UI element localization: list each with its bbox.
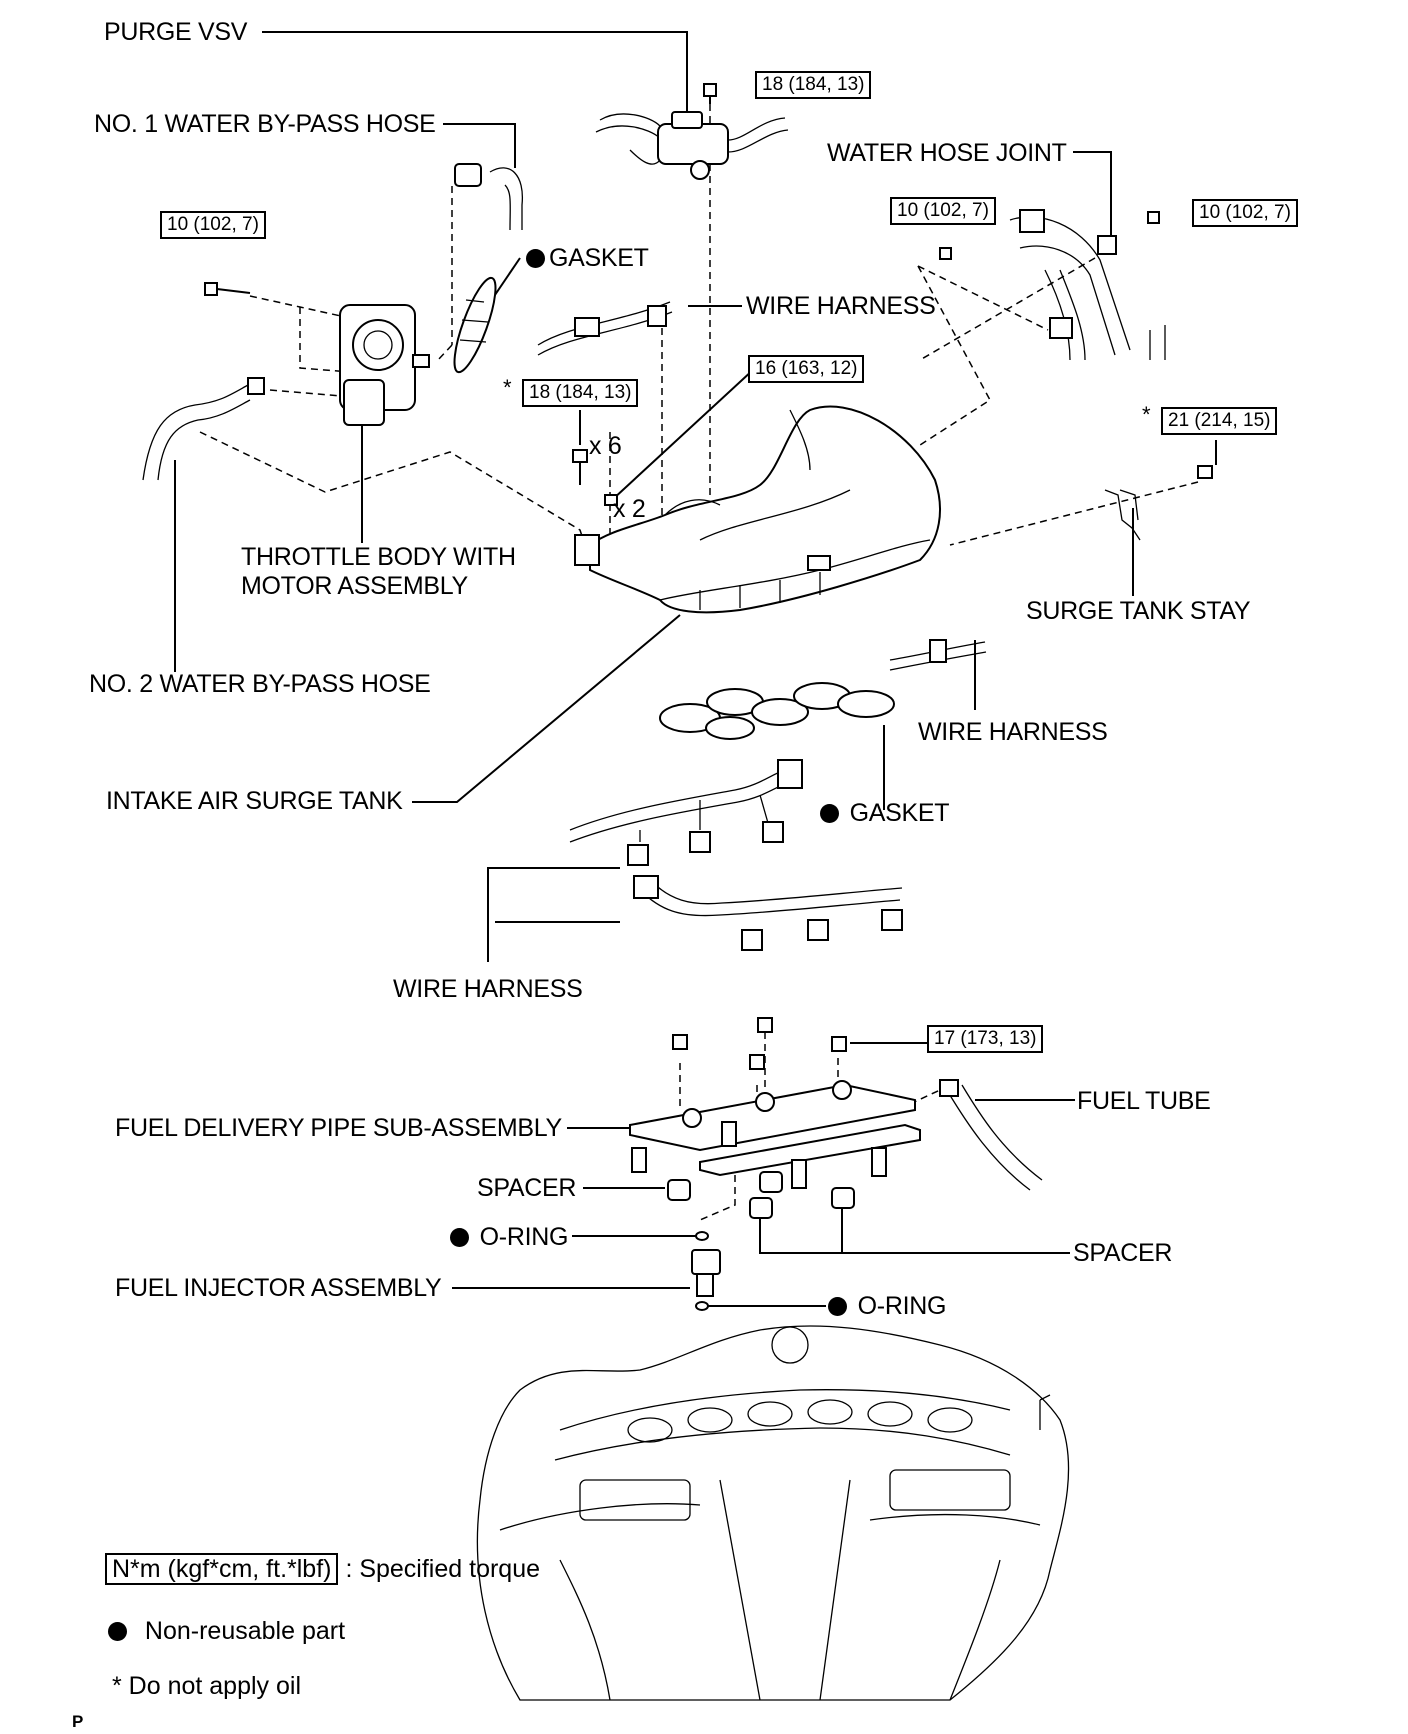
no2-water-bypass-hose-part (142, 377, 265, 481)
spacer-right-label: SPACER (1073, 1239, 1173, 1267)
fuel-tube-part (939, 1079, 1043, 1191)
gasket-mid-part (659, 682, 895, 740)
throttle-bolt-part (204, 282, 251, 296)
wire-harness-top-label: WIRE HARNESS (746, 292, 936, 320)
water-hose-joint-part (1009, 209, 1166, 361)
torque-water-joint-right: 10 (102, 7) (1192, 199, 1298, 227)
legend-torque-key: N*m (kgf*cm, ft.*lbf) (105, 1553, 339, 1585)
purge-vsv-label: PURGE VSV (104, 18, 248, 46)
non-reusable-dot-icon (820, 804, 839, 823)
surge-tank-bolts-part (572, 449, 618, 506)
wire-harness-lower-part (569, 759, 903, 951)
fuel-pipe-bolts-part (672, 1017, 847, 1070)
torque-purge-vsv-bolt: 18 (184, 13) (755, 71, 872, 99)
non-reusable-dot-icon (108, 1622, 127, 1641)
gasket-top-text: GASKET (549, 244, 649, 272)
surge-tank-stay-label: SURGE TANK STAY (1026, 597, 1251, 625)
no-oil-star-surge-bolt: * (503, 375, 512, 400)
purge-vsv-bolt-part (703, 83, 717, 104)
engine-block-part (476, 1325, 1070, 1701)
purge-vsv-part (595, 111, 789, 180)
fuel-injector-part (691, 1231, 721, 1311)
no2-water-bypass-hose-label: NO. 2 WATER BY-PASS HOSE (89, 670, 431, 698)
no-oil-star-stay-bolt: * (1142, 402, 1151, 427)
water-joint-bolts-part (939, 211, 1160, 260)
non-reusable-dot-icon (828, 1297, 847, 1316)
torque-surge-tank-bolt: 18 (184, 13) (522, 379, 639, 407)
legend-nonreusable: Non-reusable part (108, 1617, 345, 1646)
wire-harness-lower-label: WIRE HARNESS (393, 975, 583, 1003)
leader-lines (174, 31, 1217, 1307)
legend-torque: N*m (kgf*cm, ft.*lbf) : Specified torque (105, 1553, 541, 1585)
o-ring-upper-text: O-RING (479, 1223, 569, 1251)
fuel-delivery-pipe-label: FUEL DELIVERY PIPE SUB-ASSEMBLY (115, 1114, 562, 1142)
non-reusable-dot-icon (526, 249, 545, 268)
gasket-mid-label: GASKET (820, 799, 950, 827)
wire-harness-top-part (537, 301, 673, 356)
intake-air-surge-tank-label: INTAKE AIR SURGE TANK (106, 787, 403, 815)
water-hose-joint-label: WATER HOSE JOINT (827, 139, 1067, 167)
fuel-tube-label: FUEL TUBE (1077, 1087, 1211, 1115)
throttle-body-label-line2: MOTOR ASSEMBLY (241, 572, 468, 600)
o-ring-upper-label: O-RING (450, 1223, 568, 1251)
surge-nut-quantity: x 2 (613, 495, 646, 523)
wire-harness-mid-part (889, 639, 987, 671)
no1-water-bypass-hose-part (454, 163, 524, 231)
throttle-body-label-line1: THROTTLE BODY WITH (241, 543, 516, 571)
torque-fuel-pipe-bolt: 17 (173, 13) (927, 1025, 1044, 1053)
spacer-left-label: SPACER (477, 1174, 577, 1202)
torque-surge-tank-nut: 16 (163, 12) (748, 355, 865, 383)
intake-air-surge-tank-part (574, 405, 941, 614)
wire-harness-mid-label: WIRE HARNESS (918, 718, 1108, 746)
fuel-delivery-pipe-part (629, 1080, 921, 1189)
torque-water-joint-left: 10 (102, 7) (890, 197, 996, 225)
torque-throttle-bolt: 10 (102, 7) (160, 211, 266, 239)
legend-no-oil: * Do not apply oil (112, 1672, 302, 1700)
gasket-mid-text: GASKET (849, 799, 950, 827)
throttle-body-part (339, 304, 430, 426)
o-ring-lower-text: O-RING (857, 1292, 947, 1320)
dashed-alignment-lines (199, 104, 1199, 1221)
non-reusable-dot-icon (450, 1228, 469, 1247)
fuel-injector-label: FUEL INJECTOR ASSEMBLY (115, 1274, 442, 1302)
torque-surge-stay-bolt: 21 (214, 15) (1161, 407, 1278, 435)
gasket-top-label: GASKET (526, 244, 649, 272)
spacers-part (667, 1171, 855, 1219)
surge-tank-stay-part (1104, 465, 1213, 541)
gasket-top-part (453, 276, 497, 374)
corner-letter: P (72, 1712, 84, 1731)
surge-bolt-quantity: x 6 (589, 432, 622, 460)
no1-water-bypass-hose-label: NO. 1 WATER BY-PASS HOSE (94, 110, 436, 138)
legend-nonreusable-desc: Non-reusable part (144, 1617, 346, 1645)
o-ring-lower-label: O-RING (828, 1292, 946, 1320)
legend-torque-desc: : Specified torque (345, 1555, 541, 1583)
